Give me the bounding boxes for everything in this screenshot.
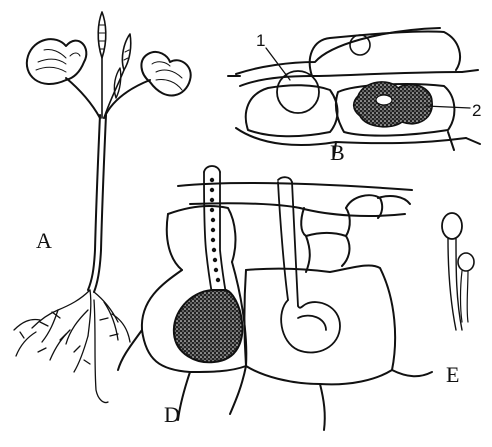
spores-drawing [442, 213, 474, 330]
infected-cells-drawing [118, 166, 432, 430]
callout-label-2: 2 [472, 101, 481, 120]
panel-label-b: B [330, 140, 345, 165]
callout-label-1: 1 [256, 31, 265, 50]
panel-label-e: E [446, 362, 459, 387]
panel-label-d: D [164, 402, 180, 427]
panel-label-a: A [36, 228, 52, 253]
cell-cross-section-drawing [228, 28, 480, 156]
seedling-drawing [14, 12, 191, 403]
